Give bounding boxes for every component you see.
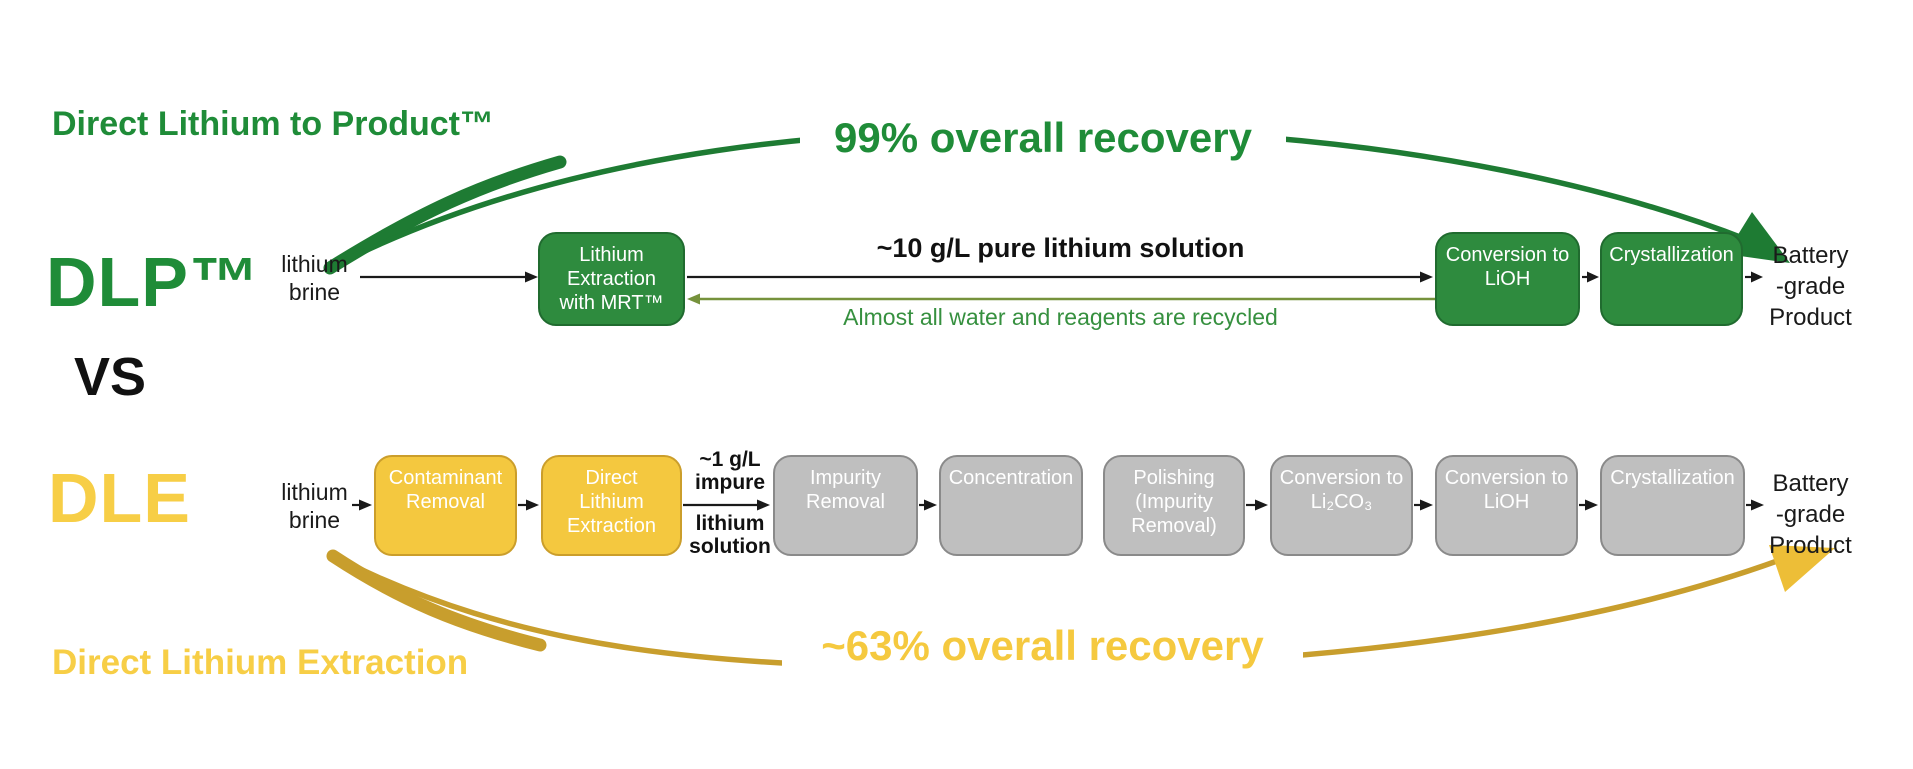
process-step-lithium-extraction-mrt: Lithium Extraction with MRT™	[538, 232, 685, 326]
dle-output-label: Battery -grade Product	[1769, 470, 1852, 560]
dle-stream-label-top: ~1 g/L impure	[694, 448, 765, 495]
dlp-stream-label: ~10 g/L pure lithium solution	[876, 233, 1245, 263]
dle-stream-label-bottom: lithium solution	[689, 512, 771, 559]
process-step-impurity-removal: Impurity Removal	[773, 455, 918, 556]
dle-recovery-arrow-tail	[326, 549, 547, 652]
process-step-contaminant-removal: Contaminant Removal	[374, 455, 517, 556]
process-step-concentration: Concentration	[939, 455, 1083, 556]
dle-recovery-arrowhead-icon	[1769, 545, 1835, 592]
dlp-recycle-note: Almost all water and reagents are recycl…	[843, 304, 1278, 330]
dlp-flow-arrows	[360, 271, 1763, 283]
dlp-input-label: lithium brine	[281, 251, 348, 305]
dlp-heading: Direct Lithium to Product™	[52, 105, 494, 143]
arrowhead-icon	[924, 499, 937, 511]
versus-label: VS	[74, 347, 147, 407]
dle-acronym: DLE	[48, 459, 191, 537]
arrowhead-icon	[526, 499, 539, 511]
dle-input-label: lithium brine	[281, 479, 348, 533]
dlp-recycle-arrow	[687, 293, 1437, 305]
process-step-conversion-lioh-dlp: Conversion to LiOH	[1435, 232, 1580, 326]
arrowhead-icon	[359, 499, 372, 511]
arrowhead-icon	[1751, 271, 1763, 283]
process-step-crystallization-dle: Crystallization	[1600, 455, 1745, 556]
arrowhead-icon	[1587, 271, 1599, 283]
dlp-recovery-arrow-tail	[323, 155, 567, 275]
arrowhead-icon	[1420, 271, 1433, 283]
dlp-acronym: DLP™	[46, 243, 260, 321]
arrowhead-icon	[757, 499, 770, 511]
dle-recovery-label: ~63% overall recovery	[782, 620, 1303, 672]
dlp-output-label: Battery -grade Product	[1769, 242, 1852, 332]
dle-flow-arrows	[352, 499, 1764, 511]
arrowhead-icon	[1420, 499, 1433, 511]
recycle-arrowhead-icon	[687, 293, 700, 305]
process-step-polishing: Polishing (Impurity Removal)	[1103, 455, 1245, 556]
process-step-crystallization-dlp: Crystallization	[1600, 232, 1743, 326]
process-step-direct-lithium-extraction: Direct Lithium Extraction	[541, 455, 682, 556]
process-step-conversion-lioh-dle: Conversion to LiOH	[1435, 455, 1578, 556]
arrowhead-icon	[1751, 499, 1764, 511]
arrowhead-icon	[1585, 499, 1598, 511]
process-step-conversion-li2co3: Conversion to Li₂CO₃	[1270, 455, 1413, 556]
dlp-recovery-label: 99% overall recovery	[800, 112, 1286, 164]
arrowhead-icon	[525, 271, 538, 283]
arrowhead-icon	[1255, 499, 1268, 511]
dle-heading: Direct Lithium Extraction	[52, 643, 469, 682]
